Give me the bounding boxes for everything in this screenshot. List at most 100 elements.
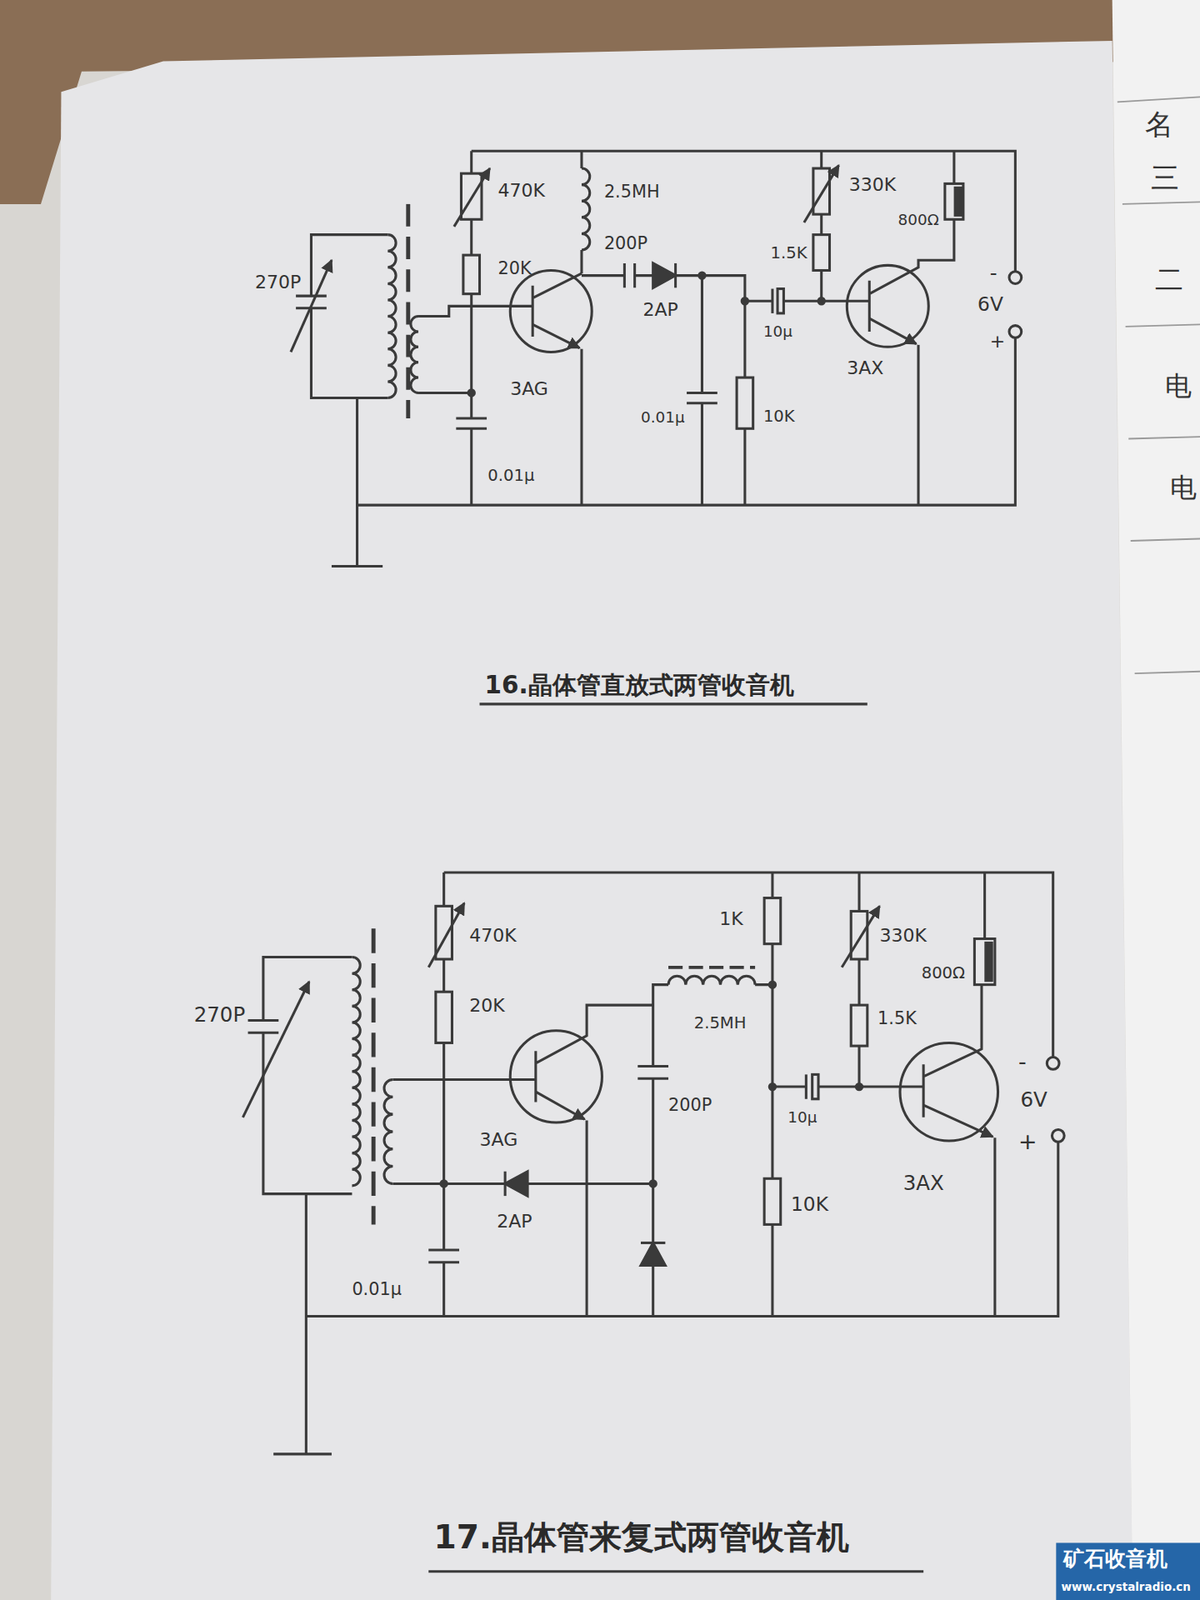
earphone-symbol — [985, 942, 992, 980]
wire — [651, 1005, 655, 1316]
rule — [1130, 539, 1200, 541]
voltage-label: 6V — [1020, 1090, 1048, 1111]
terminal-sign: - — [1018, 1050, 1027, 1074]
junction-dot — [650, 1180, 656, 1187]
resistor-symbol — [850, 1005, 868, 1046]
ground-wire — [273, 1194, 332, 1455]
resistor-value: 470K — [498, 181, 545, 200]
watermark: 矿石收音机 — [1063, 1549, 1168, 1570]
diode-symbol — [640, 1242, 665, 1265]
junction-dot — [855, 1083, 862, 1090]
coil-symbol — [410, 316, 419, 394]
resistor-symbol — [736, 377, 754, 429]
part-name: 3AX — [846, 359, 884, 378]
capacitor-value: 10μ — [763, 324, 793, 340]
capacitor-value: 0.01μ — [351, 1280, 402, 1299]
choke-core — [668, 965, 755, 970]
ferrite-core — [371, 928, 376, 1225]
capacitor-value: 0.01μ — [640, 410, 685, 425]
resistor-symbol — [850, 910, 868, 960]
junction-dot — [769, 981, 775, 988]
transistor-symbol — [846, 265, 929, 347]
resistor-symbol — [813, 235, 830, 271]
wire — [357, 337, 1016, 505]
choke-symbol — [668, 975, 755, 985]
wire — [263, 957, 353, 1195]
wire — [310, 235, 388, 399]
part-name: 2AP — [642, 300, 678, 320]
figure-caption: 16.晶体管直放式两管收音机 — [485, 673, 795, 698]
resistor-value: 10K — [790, 1194, 829, 1214]
capacitor-symbol — [812, 1074, 819, 1099]
right-page-rules — [1117, 96, 1200, 674]
wire — [585, 1120, 589, 1316]
terminal-sign: - — [990, 263, 998, 285]
resistor-value: 1K — [719, 910, 743, 929]
capacitor-value: 200P — [604, 235, 648, 253]
emitter-lead — [869, 318, 916, 345]
page-text: 电 — [1170, 474, 1197, 501]
rule — [1125, 324, 1200, 326]
inductor-value: 2.5MH — [604, 183, 660, 201]
coil-symbol — [387, 235, 396, 399]
diode-symbol — [504, 1171, 507, 1196]
page-text: 二 — [1155, 265, 1184, 294]
resistor-value: 1.5K — [770, 245, 808, 262]
junction-dot — [468, 390, 475, 396]
transistor-symbol — [510, 1030, 602, 1123]
wire — [392, 1080, 653, 1185]
resistor-value: 20K — [498, 260, 532, 278]
resistor-symbol — [435, 991, 453, 1043]
caption-underline — [480, 702, 868, 705]
variable-arrow — [841, 905, 880, 967]
capacitor-symbol — [777, 289, 784, 314]
circuit-17 — [242, 872, 1065, 1572]
diode-symbol — [505, 1171, 528, 1196]
rule — [1135, 671, 1200, 674]
terminal — [1051, 1130, 1065, 1143]
resistor-value: 10K — [763, 408, 795, 425]
wire — [444, 872, 1054, 1058]
part-name: 3AX — [903, 1173, 945, 1195]
capacitor-value: 0.01μ — [487, 467, 535, 485]
capacitor-symbol — [637, 1066, 669, 1080]
wire — [581, 275, 745, 506]
transistor-symbol — [923, 872, 985, 1118]
wire — [857, 872, 860, 1087]
part-name: 3AG — [480, 1130, 519, 1150]
earphone-symbol — [945, 183, 964, 220]
variable-arrow — [804, 165, 840, 223]
variable-arrow — [428, 903, 465, 968]
resistor-value: 1.5K — [877, 1010, 917, 1028]
wire — [580, 150, 583, 505]
earphone-symbol — [974, 939, 995, 985]
capacitor-symbol — [624, 263, 635, 288]
diode-symbol — [640, 1241, 665, 1245]
resistor-value: 20K — [469, 996, 505, 1015]
rule — [1128, 436, 1200, 439]
resistor-symbol — [813, 168, 830, 215]
resistor-symbol — [764, 1178, 781, 1225]
resistor-value: 800Ω — [898, 212, 940, 228]
transistor-symbol — [535, 1005, 654, 1102]
capacitor-symbol — [248, 1020, 280, 1033]
variable-arrow — [242, 981, 310, 1118]
emitter-lead — [535, 1091, 585, 1120]
capacitor-value: 10μ — [787, 1110, 817, 1125]
part-name: 2AP — [496, 1212, 532, 1231]
capacitor-value: 200P — [668, 1096, 712, 1115]
caption-underline — [428, 1570, 924, 1573]
diode-symbol — [674, 263, 677, 288]
right-page — [1112, 0, 1200, 1600]
terminal — [1046, 1057, 1060, 1070]
transistor-symbol — [900, 1042, 999, 1141]
choke-symbol — [581, 168, 590, 250]
capacitor-value: 270P — [194, 1005, 246, 1026]
transistor-symbol — [510, 270, 592, 352]
resistor-value: 330K — [880, 926, 927, 945]
wire — [305, 1141, 1058, 1316]
wire — [993, 1137, 996, 1316]
resistor-symbol — [463, 255, 480, 295]
resistor-symbol — [764, 898, 781, 945]
